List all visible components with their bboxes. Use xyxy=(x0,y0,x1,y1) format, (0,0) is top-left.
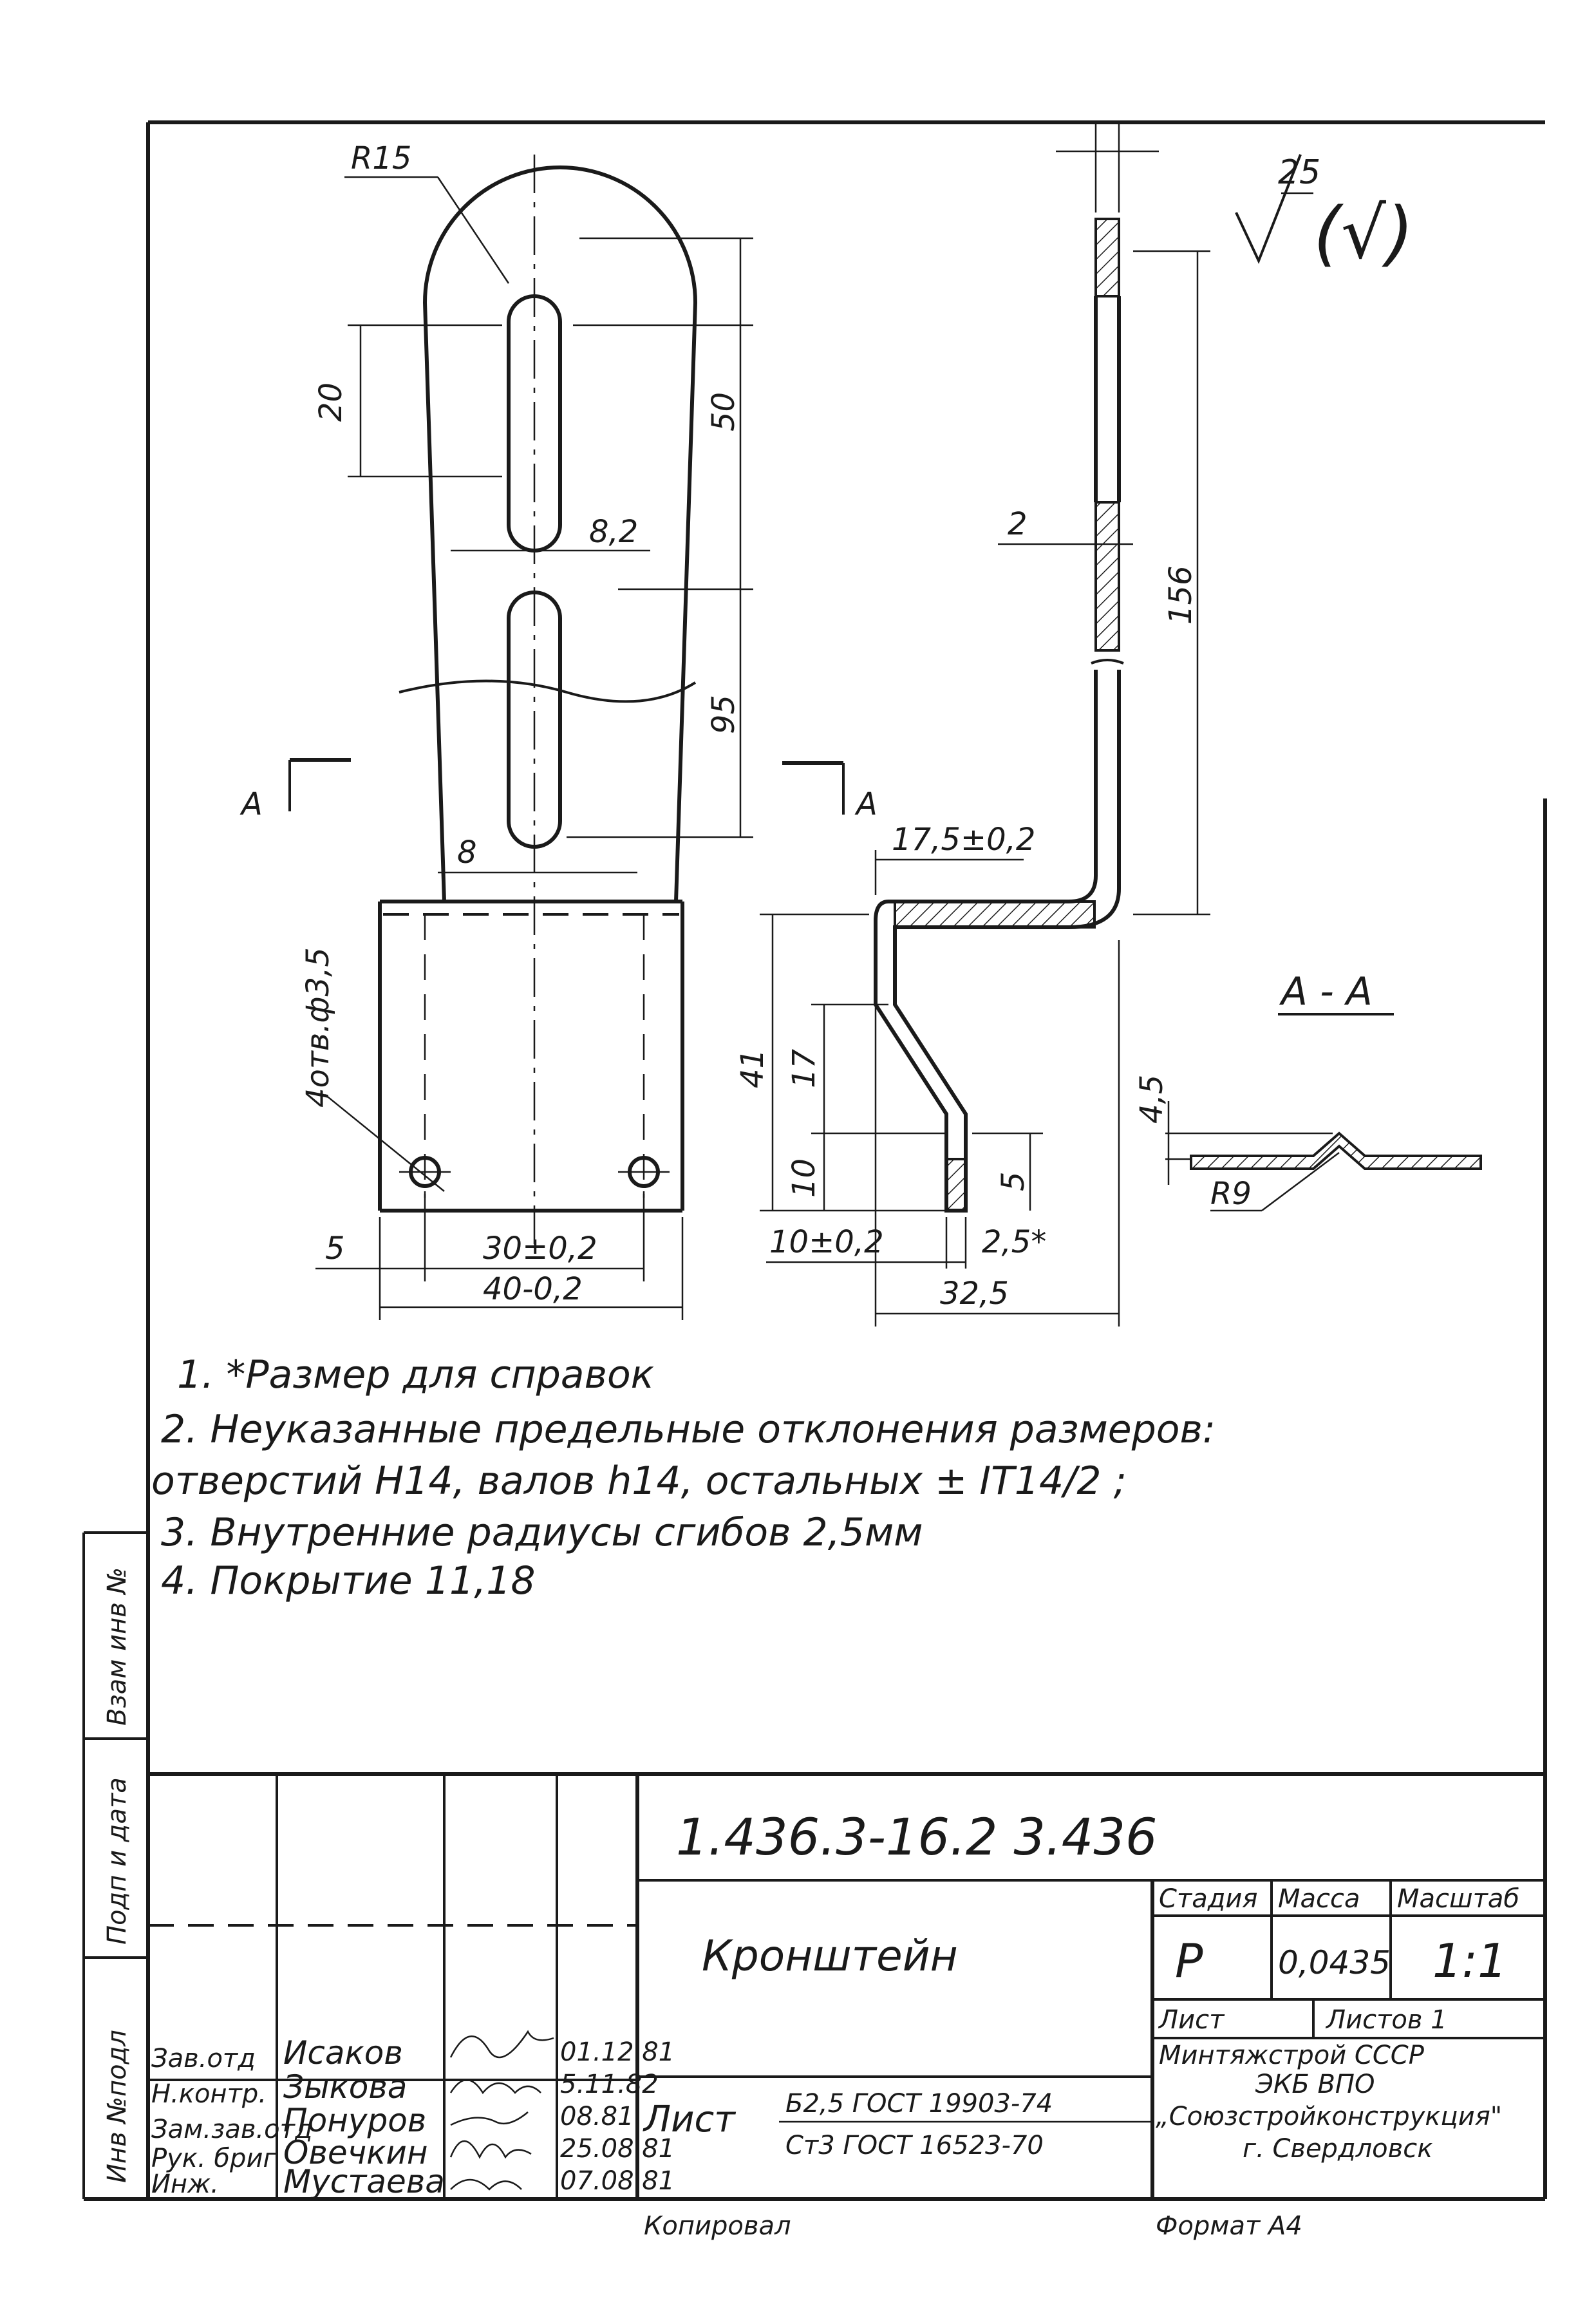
dim-bend-height: 17 xyxy=(786,1048,822,1088)
dim-flange-length: 17,5±0,2 xyxy=(892,822,1035,858)
front-view xyxy=(378,155,698,1249)
material-top: Б2,5 ГОСТ 19903-74 xyxy=(785,2089,1053,2119)
dim-slot-offset: 8 xyxy=(457,835,477,871)
roughness-bracket: (√) xyxy=(1313,192,1414,274)
format-label: Формат А4 xyxy=(1156,2211,1302,2241)
role-1: Зав.отд xyxy=(151,2044,256,2073)
value-mass: 0,0435 xyxy=(1278,1944,1391,1981)
date-4: 25.08.81 xyxy=(560,2134,675,2164)
date-1: 01.12.81 xyxy=(560,2037,675,2067)
dim-lower-offset: 10±0,2 xyxy=(769,1224,884,1260)
note-2-cont: отверстий H14, валов h14, остальных ± IT… xyxy=(151,1459,1127,1504)
margin-labels: Инв №подл Подп и дата Взам инв № xyxy=(102,1567,132,2183)
section-title: A - A xyxy=(1279,969,1373,1014)
dim-slot-length: 20 xyxy=(313,382,349,422)
date-5: 07.08.81 xyxy=(560,2166,675,2196)
note-3: 3. Внутренние радиусы сгибов 2,5мм xyxy=(161,1510,923,1555)
dim-slot-width: 8,2 xyxy=(589,514,638,550)
person-4: Овечкин xyxy=(283,2134,428,2171)
dim-height-lower: 95 xyxy=(706,695,742,734)
dim-thickness: 2 xyxy=(1008,506,1028,542)
person-3: Понуров xyxy=(283,2102,426,2139)
dim-width: 40-0,2 xyxy=(483,1271,583,1307)
dim-step-height: 41 xyxy=(735,1049,771,1088)
dim-base-length: 32,5 xyxy=(940,1276,1009,1312)
part-name: Кронштейн xyxy=(702,1931,958,1981)
section-mark-left: A xyxy=(239,786,263,822)
org-line-3: „Союзстройконструкция" xyxy=(1156,2102,1502,2131)
value-scale: 1:1 xyxy=(1432,1934,1507,1988)
header-stage: Стадия xyxy=(1159,1884,1257,1914)
person-1: Исаков xyxy=(283,2034,403,2072)
dim-tab-height: 5 xyxy=(995,1171,1031,1191)
role-5: Инж. xyxy=(151,2169,219,2199)
note-1: 1. *Размер для справок xyxy=(177,1352,654,1397)
margin-label-sign: Подп и дата xyxy=(102,1777,132,1945)
margin-label-replace: Взам инв № xyxy=(102,1567,132,1726)
sheet-label: Лист xyxy=(1158,2005,1225,2035)
dim-radius: R15 xyxy=(351,140,411,176)
dim-hole-spacing: 30±0,2 xyxy=(483,1231,597,1267)
org-line-2: ЭКБ ВПО xyxy=(1255,2070,1375,2099)
dim-lower-height: 10 xyxy=(786,1158,822,1198)
dim-height-upper: 50 xyxy=(706,392,742,431)
roughness-value: 25 xyxy=(1278,153,1320,192)
role-4: Рук. бриг xyxy=(151,2144,277,2173)
header-scale: Масштаб xyxy=(1397,1884,1519,1914)
sheet-frame xyxy=(82,120,1547,2201)
note-4: 4. Покрытие 11,18 xyxy=(161,1558,536,1603)
dim-edge-offset: 5 xyxy=(325,1231,345,1267)
dim-total-height: 156 xyxy=(1163,565,1199,625)
section-radius: R9 xyxy=(1210,1176,1252,1212)
note-2: 2. Неуказанные предельные отклонения раз… xyxy=(161,1407,1216,1452)
side-view xyxy=(874,218,1124,1213)
margin-label-inv: Инв №подл xyxy=(102,2030,132,2183)
role-3: Зам.зав.отд xyxy=(151,2115,313,2144)
org-line-1: Минтяжстрой СССР xyxy=(1159,2041,1425,2070)
material-bottom: Ст3 ГОСТ 16523-70 xyxy=(785,2131,1044,2160)
date-3: 08.81 xyxy=(560,2102,634,2131)
person-2: Зыкова xyxy=(283,2068,407,2106)
copied-label: Копировал xyxy=(644,2211,791,2241)
person-5: Мустаева xyxy=(283,2163,445,2200)
side-view-dimensions: 2 156 17,5±0,2 41 17 10 5 10±0,2 2,5* 32… xyxy=(735,122,1210,1327)
dim-tab-width: 2,5* xyxy=(982,1224,1046,1260)
section-a-a: A - A 4,5 R9 xyxy=(1134,969,1482,1212)
technical-notes: 1. *Размер для справок 2. Неуказанные пр… xyxy=(151,1352,1216,1603)
front-view-dimensions: R15 20 50 8,2 95 8 4отв.ф3,5 5 30±0,2 4 xyxy=(239,140,878,1320)
section-mark-right: A xyxy=(854,786,878,822)
roughness-symbol: 25 (√) xyxy=(1235,153,1414,274)
header-mass: Масса xyxy=(1278,1884,1360,1914)
title-block: 1.436.3-16.2 3.436 Кронштейн Стадия Масс… xyxy=(148,1772,1545,2200)
signatures xyxy=(449,2030,554,2191)
section-height: 4,5 xyxy=(1134,1075,1170,1124)
dim-holes: 4отв.ф3,5 xyxy=(300,947,336,1108)
date-2: 5.11.82 xyxy=(560,2070,659,2099)
drawing-designation: 1.436.3-16.2 3.436 xyxy=(676,1809,1158,1867)
sheets-count: Листов 1 xyxy=(1325,2005,1447,2035)
org-line-4: г. Свердловск xyxy=(1243,2134,1432,2164)
role-2: Н.контр. xyxy=(151,2079,267,2109)
value-stage: Р xyxy=(1175,1934,1203,1988)
material-prefix: Лист xyxy=(643,2099,736,2140)
